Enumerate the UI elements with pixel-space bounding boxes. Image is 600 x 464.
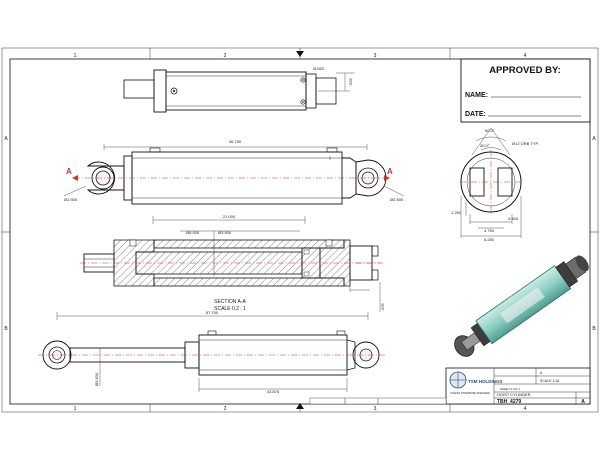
zone-label-bottom-1: 1	[74, 406, 77, 412]
end-view-dim-mid: 4.750	[484, 228, 495, 233]
sheet-size: A	[540, 371, 543, 375]
zone-label-top-1: 1	[74, 53, 77, 59]
top-view-width-dim: .625	[348, 77, 353, 86]
title-block	[309, 367, 591, 405]
sheet-count: SHEET 1 OF 1	[500, 387, 520, 391]
front-view-left-pin-dim: Ø2.500	[64, 197, 78, 202]
top-view	[123, 69, 355, 113]
bottom-extended-dim: 57.750	[206, 310, 219, 315]
approval-name-label: NAME:	[465, 92, 488, 99]
zone-label-top-2: 2	[224, 53, 227, 59]
end-view-bolt-note: Ø12 ORB TYP.	[512, 141, 539, 146]
zone-label-bottom-2: 2	[224, 406, 227, 412]
end-view	[460, 127, 522, 238]
bottom-body-dim: 33.875	[267, 389, 280, 394]
section-label: SECTION A-A	[214, 299, 246, 305]
isometric-view	[454, 255, 589, 357]
zone-label-right-b: B	[592, 326, 596, 332]
approval-heading: APPROVED BY:	[489, 65, 561, 76]
approval-date-label: DATE:	[465, 111, 486, 118]
front-view-overall-dim: 36.750	[229, 139, 242, 144]
bottom-rod-dim: Ø3.500	[94, 372, 99, 386]
zone-label-top-3: 3	[374, 53, 377, 59]
section-marker-right: A	[387, 167, 393, 176]
part-name: HOIST CYLINDER	[497, 392, 531, 397]
section-rod-dim: Ø3.500	[218, 230, 232, 235]
end-view-angle-inner: 30.0°	[480, 143, 490, 148]
section-side-dim: .625	[380, 302, 385, 311]
end-view-dim-height: 1.250	[451, 210, 462, 215]
zone-label-left-a: A	[4, 136, 8, 142]
zone-label-bottom-4: 4	[524, 406, 527, 412]
section-marker-left: A	[66, 167, 72, 176]
zone-label-bottom-3: 3	[374, 406, 377, 412]
approval-box	[460, 58, 591, 123]
end-view-dim-outer: 6.250	[484, 237, 495, 242]
scale-note: SCALE 1:16	[540, 379, 559, 383]
company-name: TSM HOLDINGS	[468, 379, 503, 384]
section-scale: SCALE 0.2 : 1	[214, 306, 246, 312]
bottom-view	[38, 312, 386, 392]
section-length-dim: 21.000	[223, 214, 236, 219]
zone-label-top-4: 4	[524, 53, 527, 59]
zone-label-left-b: B	[4, 326, 8, 332]
front-view-right-pin-dim: Ø2.500	[390, 197, 404, 202]
end-view-dim-inner: 3.500	[508, 216, 519, 221]
zone-label-right-a: A	[592, 136, 596, 142]
center-mark-icon	[296, 51, 304, 409]
section-view	[80, 216, 384, 312]
drawing-number: TBH_4279	[497, 399, 521, 405]
section-bore-dim: Ø6.000	[186, 230, 200, 235]
front-view	[63, 144, 405, 205]
revision-letter: A	[581, 399, 585, 405]
top-view-hole-dim: Ø.563	[313, 66, 325, 71]
tolerance-note: UNLESS OTHERWISE SPECIFIED	[450, 392, 490, 395]
end-view-angle-outer: 60.0°	[485, 128, 495, 133]
